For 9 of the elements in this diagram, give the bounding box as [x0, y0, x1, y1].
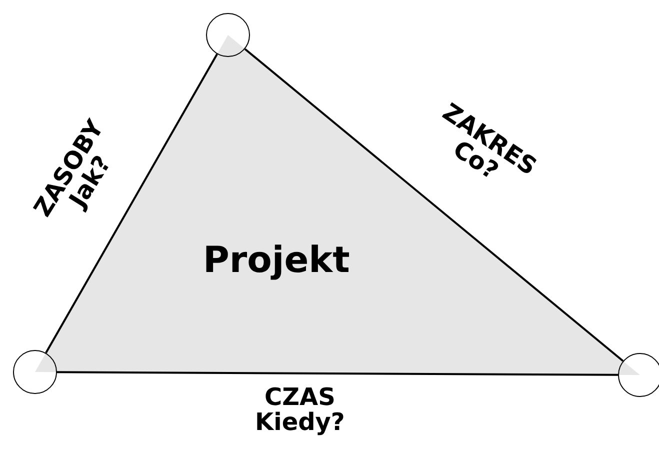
triangle-label: Projekt — [203, 240, 350, 281]
triangle-side — [244, 48, 624, 362]
triangle-side — [45, 54, 218, 354]
vertex-circle — [13, 350, 57, 394]
triangle-side — [57, 371, 618, 376]
triangle — [35, 35, 640, 375]
vertex-circle — [618, 353, 659, 397]
vertex-circle — [206, 13, 250, 57]
edge-label: CZAS Kiedy? — [255, 385, 345, 436]
